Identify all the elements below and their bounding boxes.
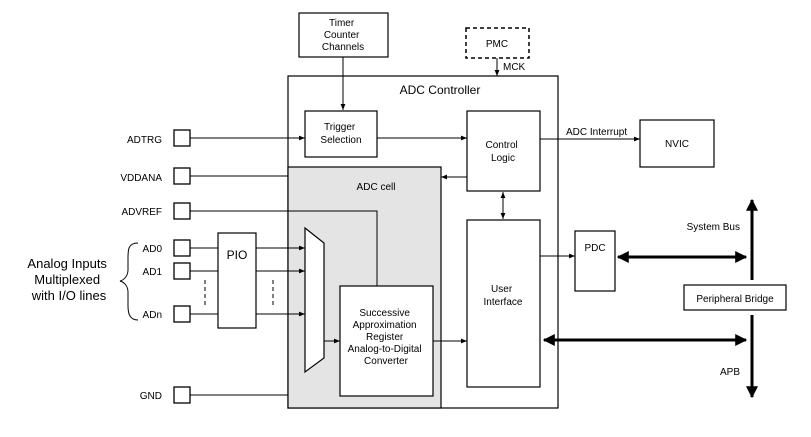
pin-advref: ADVREF — [121, 202, 191, 220]
pin-box — [173, 202, 191, 220]
analog-mux — [304, 226, 325, 374]
pin-box — [173, 167, 191, 185]
pin-label-adtrg: ADTRG — [127, 135, 162, 146]
pin-label-gnd: GND — [140, 391, 162, 402]
pin-box — [173, 239, 191, 257]
mck-label: MCK — [503, 62, 526, 73]
peripheral-bridge-block — [683, 284, 787, 311]
pio-block — [217, 232, 257, 329]
pin-label-ad0: AD0 — [143, 244, 163, 255]
trigger-selection-block — [304, 110, 378, 158]
pin-adtrg: ADTRG — [127, 129, 191, 147]
pin-box — [173, 305, 191, 323]
pdc-block — [574, 230, 616, 292]
pin-box — [173, 386, 191, 404]
pin-label-advref: ADVREF — [121, 207, 162, 218]
analog-inputs-brace — [119, 242, 139, 321]
sar-adc-block — [339, 285, 434, 397]
pmc-label: PMC — [486, 39, 508, 50]
pin-box — [173, 129, 191, 147]
apb-label: APB — [720, 367, 740, 378]
pmc-block — [465, 27, 530, 59]
pdc-label: PDC — [584, 243, 605, 254]
system-bus-label: System Bus — [687, 222, 740, 233]
trigger-selection-label: Trigger Selection — [320, 122, 361, 146]
timer-counter-label: Timer Counter Channels — [322, 18, 364, 53]
pin-label-vddana: VDDANA — [120, 173, 162, 184]
pin-ad1: AD1 — [143, 262, 191, 280]
analog-inputs-label: Analog Inputs Multiplexed with I/O lines — [27, 256, 110, 303]
pio-label: PIO — [227, 248, 248, 262]
peripheral-bridge-label: Peripheral Bridge — [696, 294, 774, 305]
pin-box — [173, 262, 191, 280]
sar-adc-label: Successive Approximation Register Analog… — [348, 308, 425, 367]
adc-controller-title: ADC Controller — [400, 83, 481, 97]
pin-gnd: GND — [140, 386, 191, 404]
control-logic-label: Control Logic — [485, 140, 520, 164]
control-logic-block — [466, 110, 541, 192]
user-interface-label: User Interface — [484, 284, 523, 308]
nvic-block — [639, 119, 715, 168]
pin-vddana: VDDANA — [120, 167, 191, 185]
pin-label-ad1: AD1 — [143, 267, 163, 278]
user-interface-block — [466, 219, 541, 388]
advref-wire — [190, 210, 378, 286]
nvic-label: NVIC — [665, 139, 689, 150]
timer-counter-block — [298, 12, 389, 58]
pin-adn: ADn — [143, 305, 191, 323]
adc-cell-title: ADC cell — [357, 182, 396, 193]
adc-interrupt-label: ADC Interrupt — [566, 127, 627, 138]
pin-label-adn: ADn — [143, 310, 162, 321]
pin-ad0: AD0 — [143, 239, 191, 257]
